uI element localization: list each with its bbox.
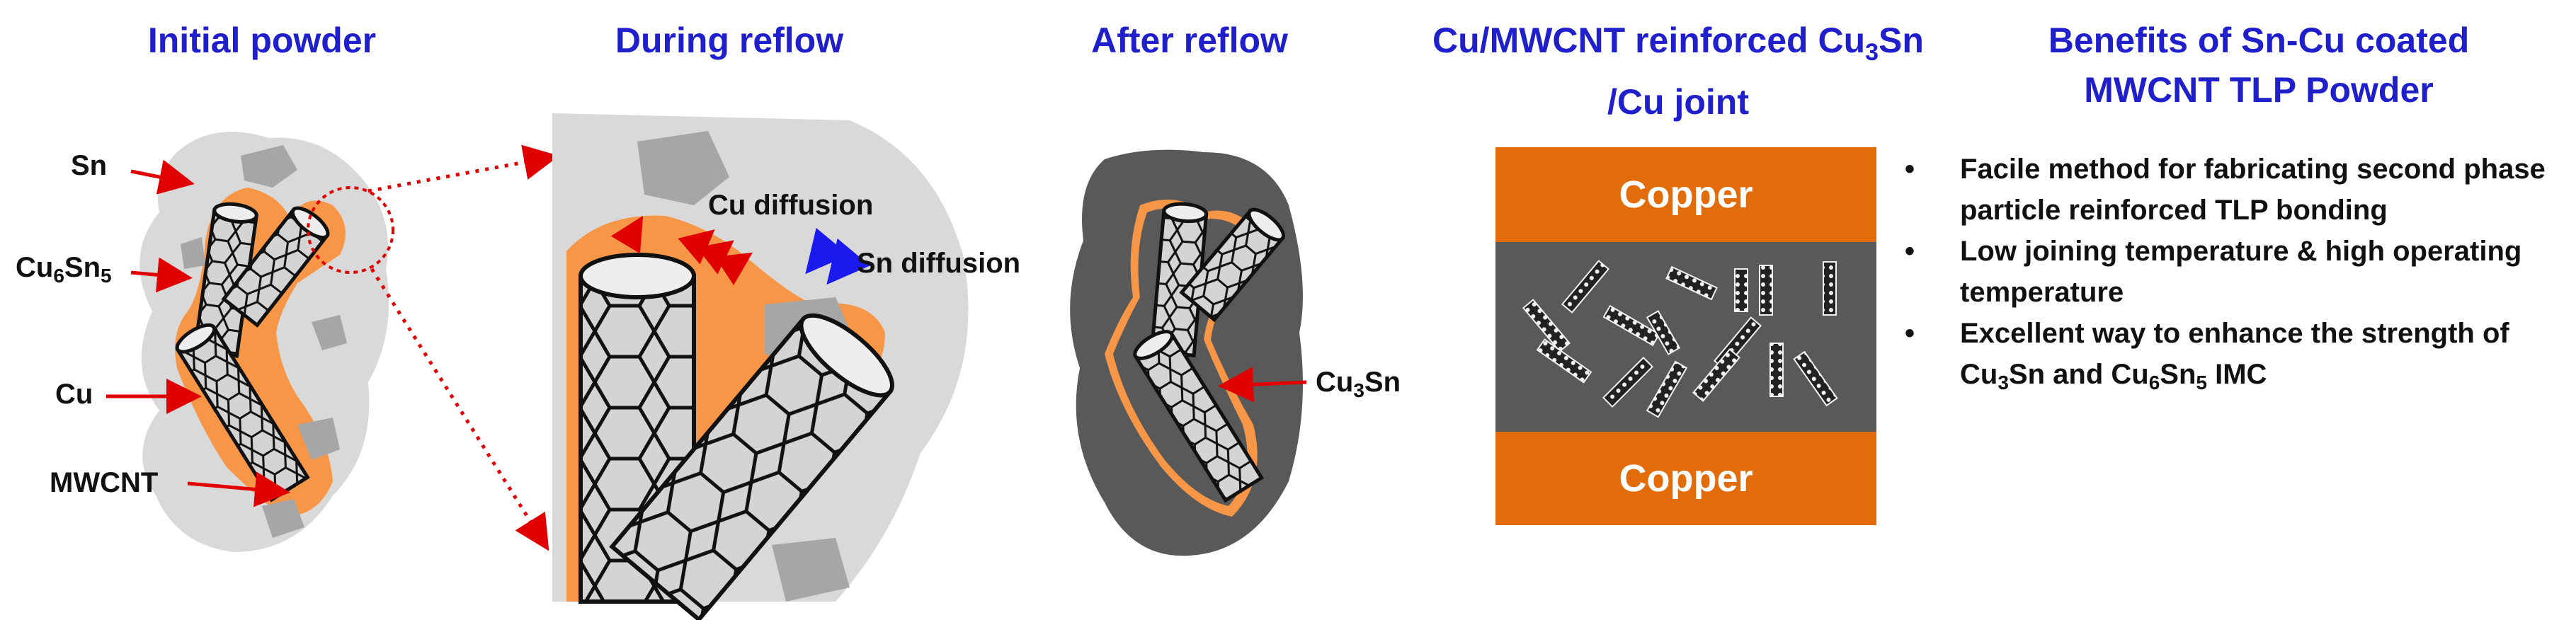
title-initial-powder: Initial powder <box>147 21 377 60</box>
label-cu: Cu <box>55 379 93 410</box>
copper-top-layer: Copper <box>1495 147 1876 242</box>
zoom-line-top <box>367 144 559 193</box>
sn-arrow <box>130 159 195 195</box>
after-reflow-panel <box>1070 149 1307 556</box>
mwcnt-arrow <box>187 471 290 507</box>
during-reflow-panel <box>552 113 969 620</box>
label-cu-diffusion: Cu diffusion <box>708 190 874 221</box>
benefit-item: Facile method for fabricating second pha… <box>1905 149 2569 231</box>
copper-bottom-layer: Copper <box>1495 432 1876 525</box>
benefit-item: Low joining temperature & high operating… <box>1905 231 2569 313</box>
joint-panel <box>1495 241 1876 432</box>
title-during-reflow: During reflow <box>615 21 844 60</box>
initial-powder-panel <box>106 132 559 553</box>
cu3sn-arrow <box>1218 367 1307 403</box>
cu6sn5-arrow <box>130 257 193 293</box>
sn-diffusion-arrows <box>805 227 870 285</box>
mwcnt-rods <box>1522 260 1838 418</box>
mwcnt-tubes-after <box>1133 202 1285 503</box>
cu-diffusion-arrows <box>610 215 753 286</box>
benefit-item: Excellent way to enhance the strength of… <box>1905 313 2569 403</box>
title-benefits: Benefits of Sn-Cu coated MWCNT TLP Powde… <box>2048 21 2470 110</box>
zoom-line-bottom <box>370 268 549 551</box>
label-cu3sn: Cu3Sn <box>1316 367 1401 401</box>
benefits-list: Facile method for fabricating second pha… <box>1905 149 2569 403</box>
zoom-circle <box>307 186 394 274</box>
label-cu6sn5: Cu6Sn5 <box>16 252 112 287</box>
mwcnt-tubes-zoom <box>579 253 894 620</box>
title-after-reflow: After reflow <box>1091 21 1288 60</box>
title-joint: Cu/MWCNT reinforced Cu3Sn /Cu joint <box>1432 21 1924 122</box>
label-sn: Sn <box>71 150 108 181</box>
label-sn-diffusion: Sn diffusion <box>857 248 1021 279</box>
sn-grains <box>181 145 347 538</box>
label-mwcnt: MWCNT <box>50 467 159 498</box>
